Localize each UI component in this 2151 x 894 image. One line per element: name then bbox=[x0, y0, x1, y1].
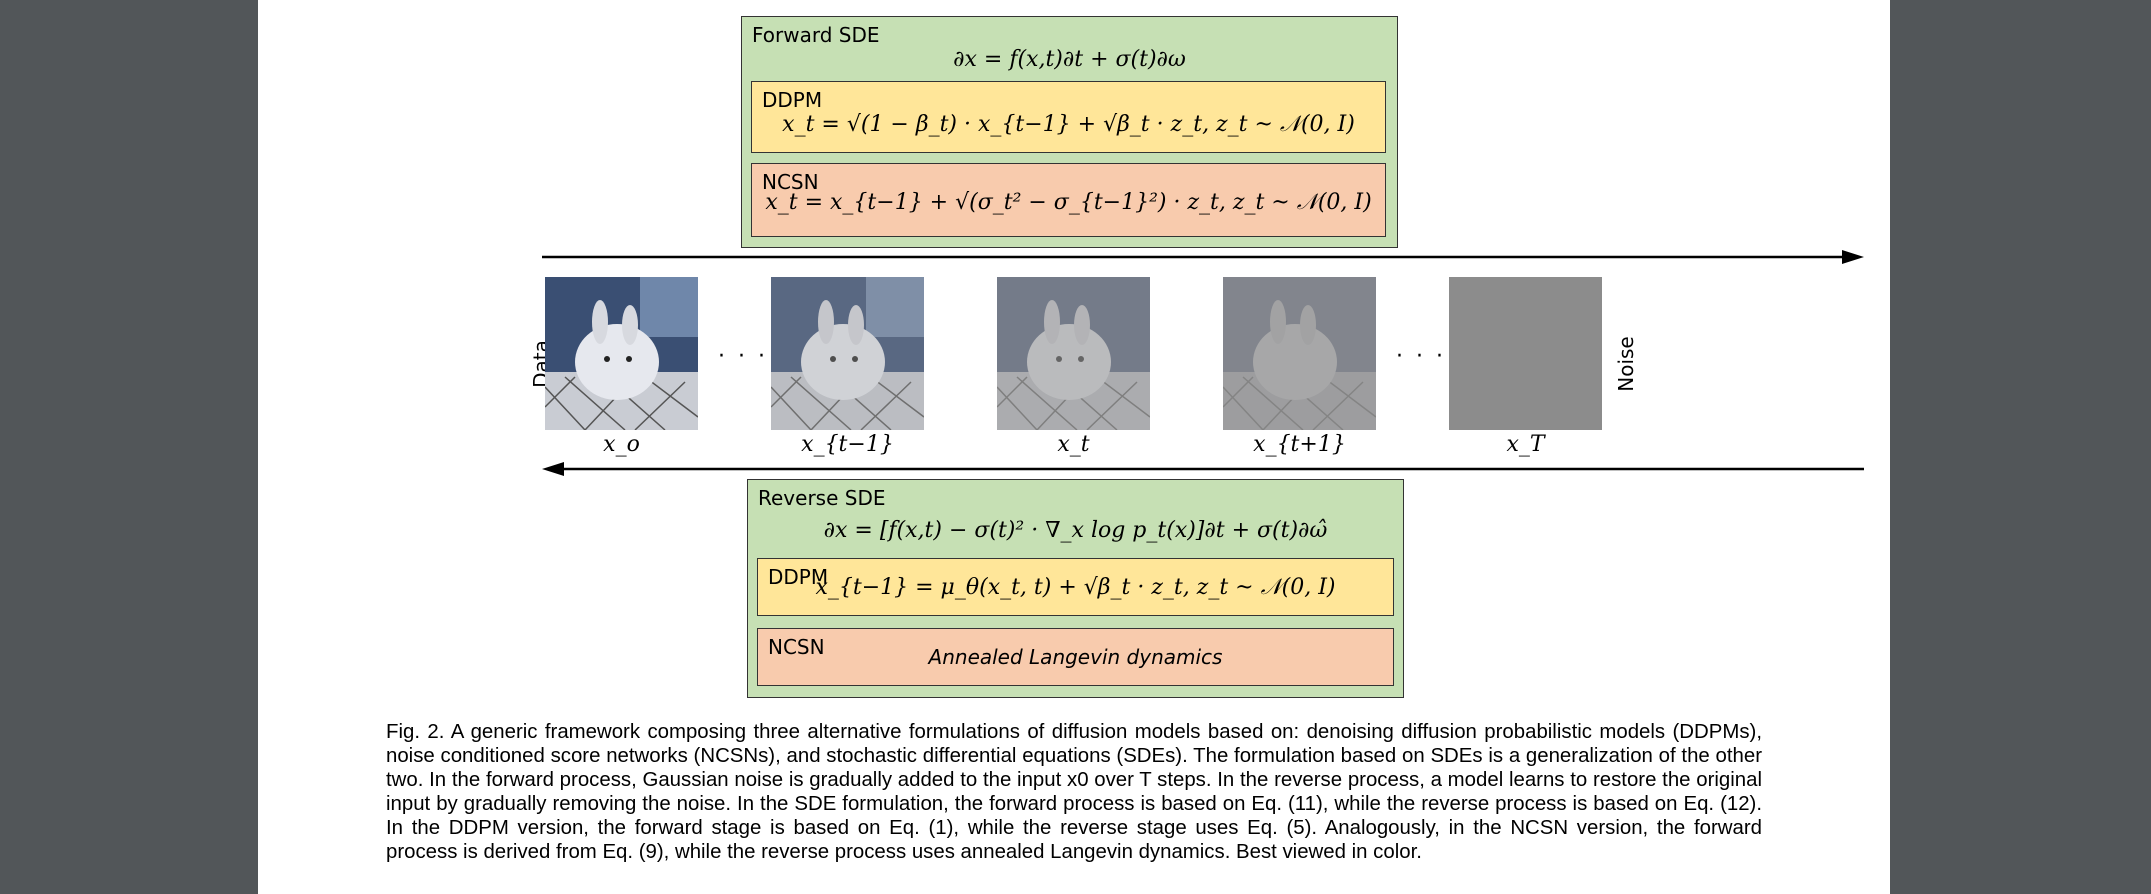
reverse-ncsn-text: Annealed Langevin dynamics bbox=[928, 645, 1223, 669]
pdf-page: Forward SDE ∂x = f(x,t)∂t + σ(t)∂ω DDPM … bbox=[258, 0, 1890, 894]
forward-ncsn-equation: x_t = x_{t−1} + √(σ_t² − σ_{t−1}²) · z_t… bbox=[765, 190, 1372, 215]
reverse-ddpm-label: DDPM bbox=[768, 565, 829, 589]
figure-caption: Fig. 2. A generic framework composing th… bbox=[386, 721, 1762, 863]
noise-label: Noise bbox=[1614, 336, 1638, 392]
reverse-ncsn-box: NCSN Annealed Langevin dynamics bbox=[757, 628, 1394, 686]
reverse-ddpm-box: DDPM x_{t−1} = μ_θ(x_t, t) + √β_t · z_t,… bbox=[757, 558, 1394, 616]
forward-sde-title: Forward SDE bbox=[752, 23, 880, 47]
reverse-sde-title: Reverse SDE bbox=[758, 486, 886, 510]
ellipsis-2: · · · bbox=[1396, 344, 1446, 369]
label-xt-minus-1: x_{t−1} bbox=[801, 432, 894, 457]
forward-ddpm-box: DDPM x_t = √(1 − β_t) · x_{t−1} + √β_t ·… bbox=[751, 81, 1386, 153]
image-xT bbox=[1449, 277, 1602, 430]
image-xt-plus-1 bbox=[1223, 277, 1376, 430]
reverse-arrow bbox=[542, 462, 1864, 476]
reverse-ncsn-label: NCSN bbox=[768, 635, 825, 659]
reverse-sde-box: Reverse SDE ∂x = [f(x,t) − σ(t)² · ∇_x l… bbox=[747, 479, 1404, 698]
forward-ncsn-box: NCSN x_t = x_{t−1} + √(σ_t² − σ_{t−1}²) … bbox=[751, 163, 1386, 237]
label-xT: x_T bbox=[1506, 432, 1545, 457]
forward-sde-box: Forward SDE ∂x = f(x,t)∂t + σ(t)∂ω DDPM … bbox=[741, 16, 1398, 248]
reverse-ddpm-equation: x_{t−1} = μ_θ(x_t, t) + √β_t · z_t, z_t … bbox=[815, 575, 1336, 600]
forward-ncsn-label: NCSN bbox=[762, 170, 819, 194]
forward-arrow bbox=[542, 250, 1864, 264]
label-xt: x_t bbox=[1057, 432, 1090, 457]
forward-sde-equation: ∂x = f(x,t)∂t + σ(t)∂ω bbox=[953, 47, 1186, 72]
image-x0 bbox=[545, 277, 698, 430]
image-xt-minus-1 bbox=[771, 277, 924, 430]
forward-ddpm-label: DDPM bbox=[762, 88, 823, 112]
ellipsis-1: · · · bbox=[718, 344, 768, 369]
image-xt bbox=[997, 277, 1150, 430]
label-x0: x_o bbox=[603, 432, 640, 457]
label-xt-plus-1: x_{t+1} bbox=[1253, 432, 1346, 457]
forward-ddpm-equation: x_t = √(1 − β_t) · x_{t−1} + √β_t · z_t,… bbox=[782, 112, 1355, 137]
reverse-sde-equation: ∂x = [f(x,t) − σ(t)² · ∇_x log p_t(x)]∂t… bbox=[823, 518, 1328, 543]
